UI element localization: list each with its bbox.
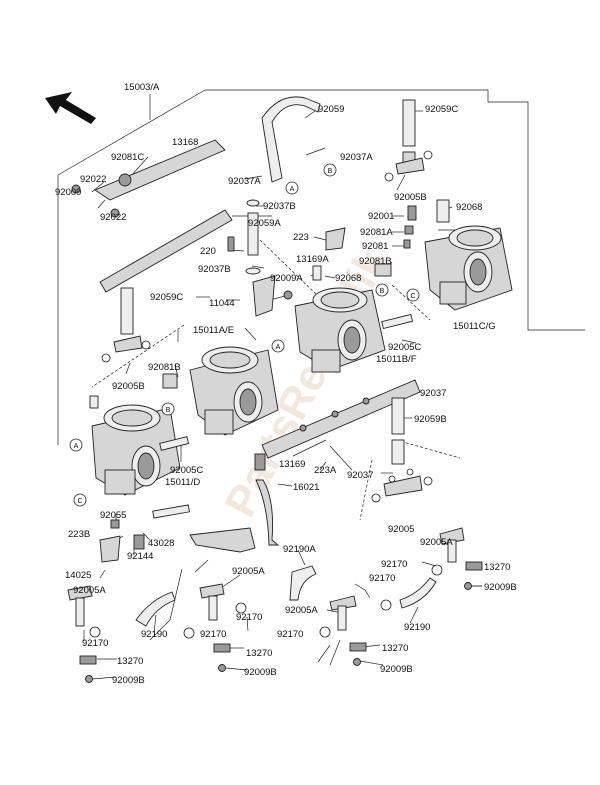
part-label: 92001 xyxy=(368,211,394,222)
part-label: 92068 xyxy=(335,273,361,284)
part-label: 92005C xyxy=(388,342,421,353)
part-label: 92009B xyxy=(112,675,145,686)
part-label: 92170 xyxy=(277,629,303,640)
part-label: 92081B xyxy=(148,362,181,373)
part-label: 92059C xyxy=(150,292,183,303)
callout-circles: A B A B C B A C xyxy=(69,163,420,507)
part-label: 92190 xyxy=(141,629,167,640)
part-label: 92055 xyxy=(100,510,126,521)
part-label: 43028 xyxy=(148,538,174,549)
tube-92059c-left xyxy=(101,287,151,363)
clamps-screws xyxy=(79,561,483,683)
carburetor-15011-d xyxy=(91,404,190,496)
carburetor-15011c-g xyxy=(424,225,513,311)
part-label: 15003/A xyxy=(124,82,160,93)
part-label: 92081C xyxy=(111,152,144,163)
part-label: 15011C/G xyxy=(453,321,496,332)
part-label: 92005A xyxy=(285,605,318,616)
part-label: 13270 xyxy=(484,562,510,573)
callout-c: C xyxy=(410,293,415,300)
bracket-13168 xyxy=(71,139,233,293)
part-label: 92170 xyxy=(82,638,108,649)
part-label: 92009B xyxy=(380,664,413,675)
jet-92081b xyxy=(89,373,178,409)
part-label: 92037 xyxy=(420,388,446,399)
part-label: 92037B xyxy=(198,264,231,275)
part-label: 92009A xyxy=(270,273,303,284)
part-label: 92037B xyxy=(263,201,296,212)
part-label: 92190 xyxy=(404,622,430,633)
assembly-frame xyxy=(57,89,585,445)
part-label: 92037 xyxy=(347,470,373,481)
part-label: 11044 xyxy=(209,298,235,309)
part-label: 13270 xyxy=(117,656,143,667)
part-label: 92170 xyxy=(381,559,407,570)
part-label: 92170 xyxy=(200,629,226,640)
callout-b: B xyxy=(380,288,385,295)
part-label: 92037A xyxy=(228,176,261,187)
carburetor-15011a-e xyxy=(189,346,279,436)
part-label: 13270 xyxy=(246,648,272,659)
part-label: 14025 xyxy=(65,570,91,581)
part-label: 223 xyxy=(293,232,309,243)
part-label: 92144 xyxy=(127,551,153,562)
callout-a: A xyxy=(276,344,281,351)
part-label: 92068 xyxy=(456,202,482,213)
part-label: 92022 xyxy=(80,174,106,185)
part-label: 92022 xyxy=(100,212,126,223)
part-label: 92009B xyxy=(484,582,517,593)
part-label: 92059 xyxy=(318,104,344,115)
part-label: 92170 xyxy=(369,573,395,584)
part-label: 223A xyxy=(314,465,337,476)
front-direction-arrow-icon xyxy=(45,92,96,124)
part-label: 92170 xyxy=(236,612,262,623)
tube-92059c-top xyxy=(384,99,433,182)
part-label: 92005B xyxy=(394,192,427,203)
part-label: 92009 xyxy=(55,187,81,198)
part-label: 16021 xyxy=(293,482,319,493)
tube-92059b xyxy=(371,397,433,503)
fittings-center xyxy=(227,199,346,317)
callout-b: B xyxy=(166,407,171,414)
part-label: 92005A xyxy=(232,566,265,577)
callout-b: B xyxy=(328,168,333,175)
callout-a: A xyxy=(74,443,79,450)
part-label: 223B xyxy=(68,529,90,540)
part-label: 92005C xyxy=(170,465,203,476)
part-label: 13169A xyxy=(296,254,329,265)
part-label: 92005A xyxy=(420,537,453,548)
part-label: 15011B/F xyxy=(376,354,417,365)
part-label: 92190A xyxy=(283,544,316,555)
part-label: 92059B xyxy=(414,414,447,425)
part-label: 13270 xyxy=(382,643,408,654)
linkage-16021 xyxy=(189,453,280,553)
part-label: 92005A xyxy=(73,585,106,596)
part-label: 15011A/E xyxy=(193,325,234,336)
part-label: 92059C xyxy=(425,104,458,115)
carburetor-15011b-f xyxy=(294,287,414,373)
part-label: 92081 xyxy=(362,241,388,252)
part-label: 92081A xyxy=(360,227,393,238)
part-label: 13169 xyxy=(279,459,305,470)
part-label: 220 xyxy=(200,246,216,257)
parts-left-bottom xyxy=(99,504,190,563)
part-label: 13168 xyxy=(172,137,198,148)
callout-c: C xyxy=(77,498,82,505)
part-label: 92081B xyxy=(359,256,392,267)
vent-hose-92059 xyxy=(261,96,321,183)
part-labels: 15003/A 92059 92059C 13168 92081C 92037A… xyxy=(55,82,517,686)
fittings-right xyxy=(374,199,450,277)
bracket-13169 xyxy=(261,379,421,459)
part-label: 15011/D xyxy=(165,477,200,488)
part-label: 92059A xyxy=(248,218,281,229)
fuel-hoses xyxy=(67,527,465,631)
callout-a: A xyxy=(290,186,295,193)
part-label: 92009B xyxy=(244,667,277,678)
part-label: 92005B xyxy=(112,381,145,392)
part-label: 92005 xyxy=(388,524,414,535)
part-label: 92037A xyxy=(340,152,373,163)
